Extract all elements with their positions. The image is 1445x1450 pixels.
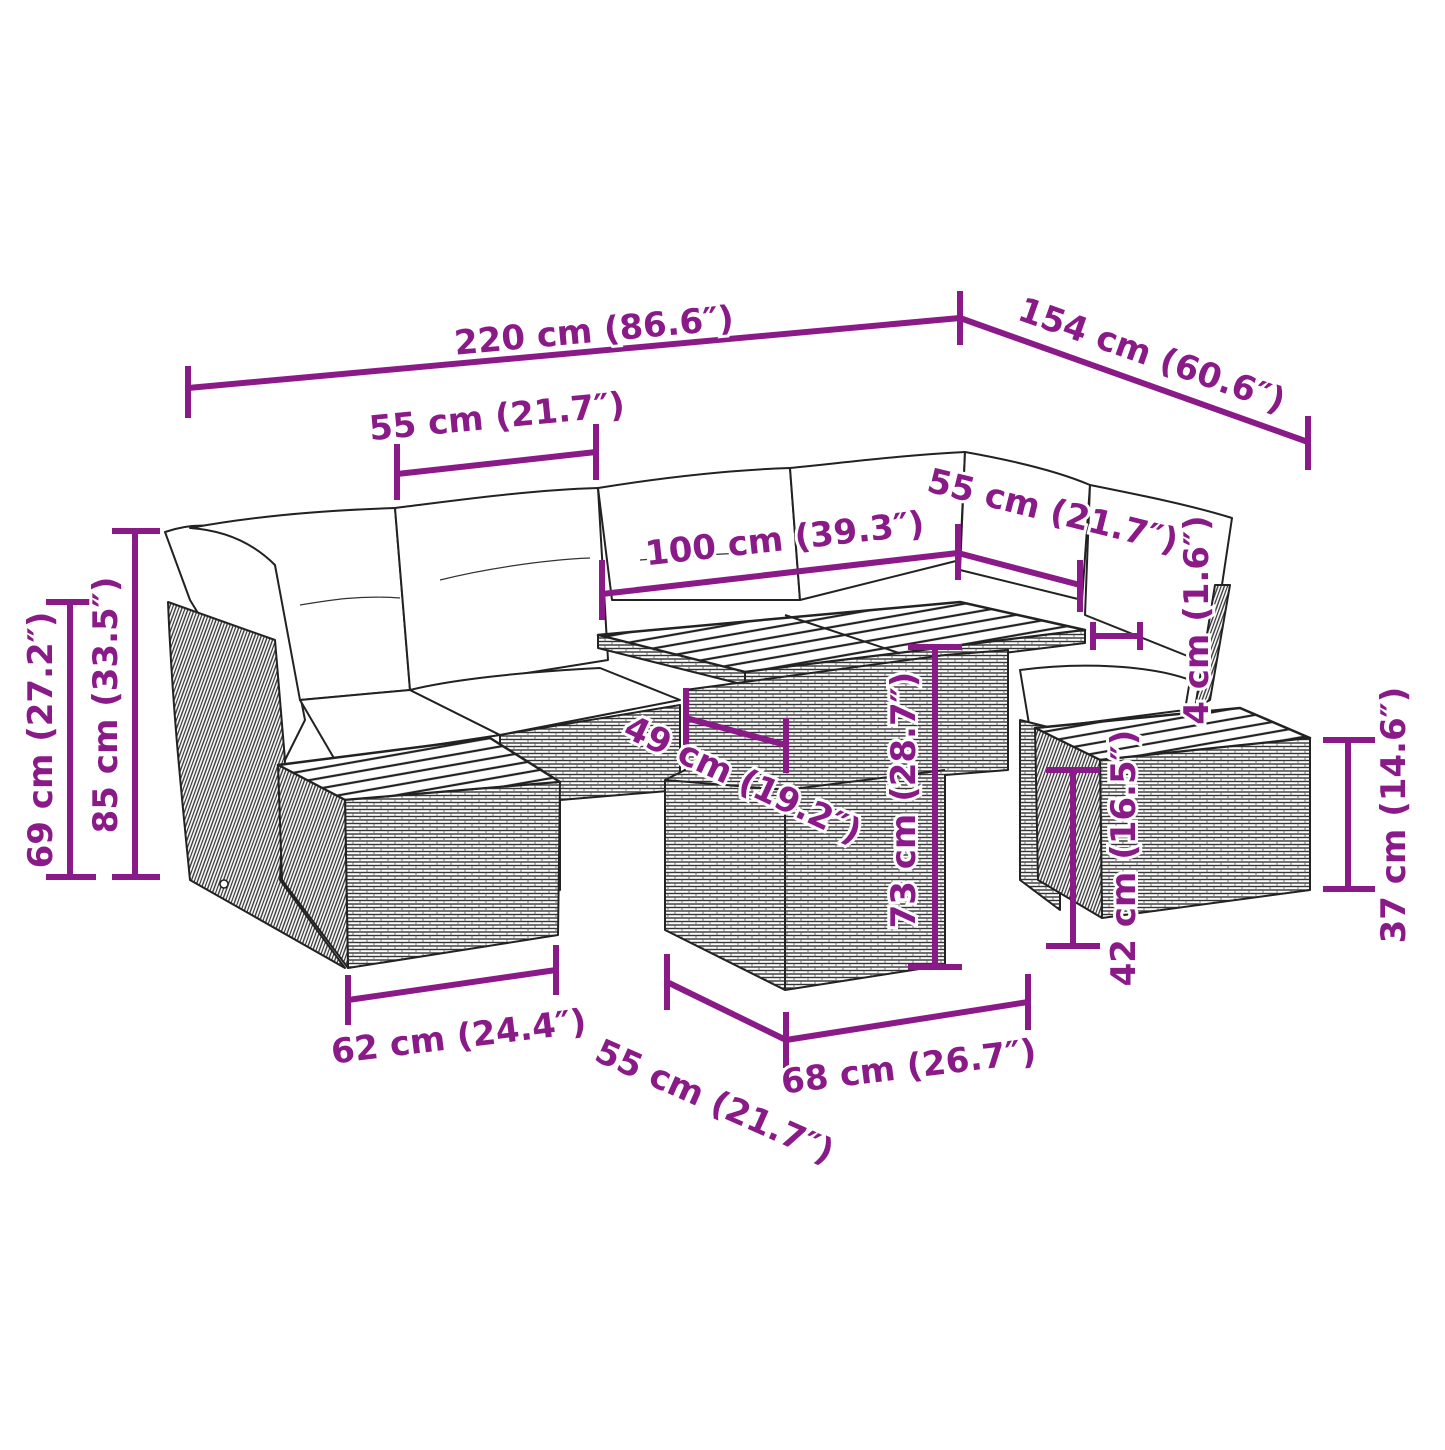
label-armrest-height: 69 cm (27.2″)	[21, 612, 61, 869]
dim-line-table-base-depth	[685, 715, 787, 748]
label-seat-height: 42 cm (16.5″)	[1104, 730, 1144, 987]
left-footstool	[276, 736, 562, 969]
back-cushion-6	[1084, 484, 1233, 666]
label-footstool-height: 37 cm (14.6″)	[1374, 687, 1414, 944]
label-backrest-height: 85 cm (33.5″)	[86, 577, 126, 834]
label-tabletop-thickness: 4 cm (1.6″)	[1177, 515, 1217, 724]
dim-line-overall-width	[187, 315, 961, 391]
dim-line-footstool-width	[785, 999, 1029, 1043]
label-overall-depth: 154 cm (60.6″)	[1013, 290, 1291, 422]
dim-line-table-depth	[957, 550, 1081, 588]
seat-cushion-2	[409, 667, 681, 736]
left-armrest	[167, 601, 346, 969]
dining-table	[596, 600, 1087, 991]
armrest-foot-cap	[219, 879, 229, 889]
label-module-width: 55 cm (21.7″)	[367, 385, 626, 449]
right-armrest	[1194, 584, 1231, 709]
left-footstool-front	[344, 781, 561, 969]
seat-cushion-right	[1019, 664, 1191, 731]
dim-line-table-width	[601, 550, 959, 597]
back-cushion-2	[394, 487, 609, 691]
label-table-height: 73 cm (28.7″)	[884, 672, 924, 929]
label-footstool-width: 68 cm (26.7″)	[779, 1032, 1039, 1103]
dim-line-overall-depth	[958, 315, 1310, 445]
dim-line-footstool-depth	[665, 979, 788, 1043]
dimension-lines	[46, 291, 1375, 1068]
left-footstool-side	[277, 764, 349, 969]
right-footstool-side	[1034, 727, 1103, 919]
label-corner-width: 62 cm (24.4″)	[329, 1002, 589, 1073]
dim-line-module-width	[396, 449, 597, 477]
dim-line-corner-width	[347, 967, 557, 1003]
right-footstool	[1019, 584, 1312, 919]
label-footstool-depth: 55 cm (21.7″)	[589, 1031, 840, 1172]
